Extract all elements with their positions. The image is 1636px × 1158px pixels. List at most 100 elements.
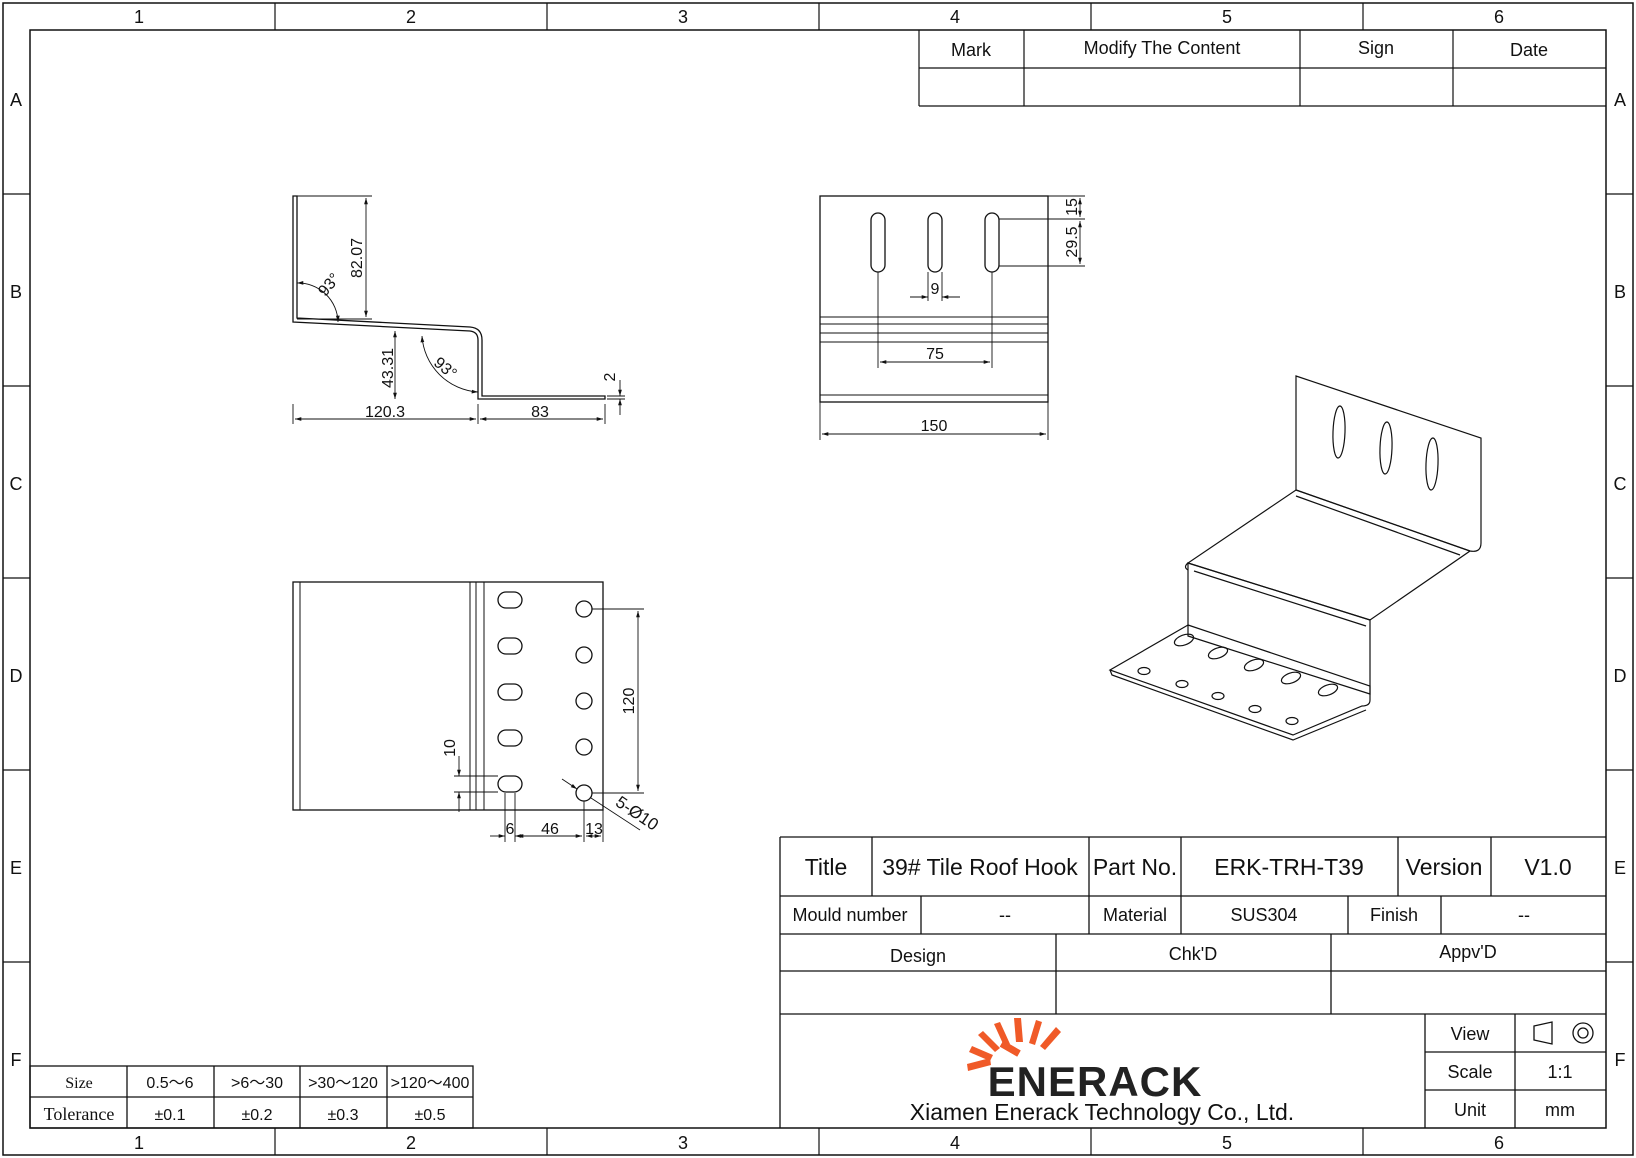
iso-slot bbox=[1379, 421, 1393, 475]
iso-back-plate bbox=[1295, 375, 1482, 552]
slot bbox=[927, 212, 943, 273]
unit-label: Unit bbox=[1454, 1100, 1486, 1120]
iso-upper-shelf-fold bbox=[1184, 495, 1461, 571]
zone-col-bottom-1: 1 bbox=[134, 1133, 144, 1153]
top-view: 120 10 6 46 13 5-Ø10 bbox=[292, 581, 662, 842]
tolerance-table bbox=[29, 1065, 474, 1129]
iso-hole-slot bbox=[1317, 683, 1339, 697]
dim-slot-pitch: 75 bbox=[926, 346, 944, 363]
zone-row-left-c: C bbox=[10, 474, 23, 494]
slot bbox=[984, 212, 1000, 273]
iso-slot bbox=[1425, 437, 1439, 491]
front-view: 29.5 15 9 75 150 bbox=[819, 195, 1085, 440]
iso-base-edge bbox=[1109, 669, 1367, 741]
dim-length-upper: 120.3 bbox=[365, 404, 405, 421]
tolerance-size-4: >120～400 bbox=[391, 1075, 470, 1092]
iso-hole bbox=[1248, 704, 1262, 714]
zone-row-right-e: E bbox=[1614, 858, 1626, 878]
zone-ticks bbox=[3, 3, 1633, 1155]
hole bbox=[575, 738, 593, 756]
top-holes bbox=[575, 600, 593, 802]
zone-row-right-a: A bbox=[1614, 90, 1626, 110]
hole-slot bbox=[497, 591, 523, 609]
zone-row-right-d: D bbox=[1614, 666, 1627, 686]
revision-header-sign: Sign bbox=[1358, 38, 1394, 58]
scale-label: Scale bbox=[1447, 1062, 1492, 1082]
iso-hole bbox=[1175, 679, 1189, 689]
hole bbox=[575, 692, 593, 710]
part-value: ERK-TRH-T39 bbox=[1214, 854, 1364, 880]
chk-label: Chk'D bbox=[1169, 944, 1217, 964]
hole bbox=[575, 646, 593, 664]
company-logo: ENERACK Xiamen Enerack Technology Co., L… bbox=[910, 1018, 1294, 1125]
hole-slot bbox=[497, 637, 523, 655]
view-label: View bbox=[1451, 1024, 1491, 1044]
tolerance-value-3: ±0.3 bbox=[327, 1107, 358, 1124]
hole bbox=[575, 784, 593, 802]
appv-label: Appv'D bbox=[1439, 942, 1496, 962]
slot bbox=[870, 212, 886, 273]
zone-row-left-a: A bbox=[10, 90, 22, 110]
iso-riser bbox=[1187, 562, 1371, 695]
hole-slot bbox=[497, 683, 523, 701]
finish-label: Finish bbox=[1370, 905, 1418, 925]
title-block bbox=[779, 836, 1606, 1128]
zone-col-bottom-5: 5 bbox=[1222, 1133, 1232, 1153]
iso-slot bbox=[1332, 405, 1346, 459]
tolerance-size-1: 0.5～6 bbox=[146, 1075, 193, 1092]
title-label: Title bbox=[805, 854, 848, 880]
top-outline bbox=[292, 581, 604, 811]
mould-label: Mould number bbox=[792, 905, 907, 925]
iso-hole-slot bbox=[1243, 658, 1265, 672]
part-label: Part No. bbox=[1093, 854, 1177, 880]
material-label: Material bbox=[1103, 905, 1167, 925]
top-slots bbox=[497, 591, 523, 793]
iso-hole bbox=[1211, 691, 1225, 701]
dim-height-upper: 82.07 bbox=[349, 238, 366, 278]
zone-col-top-1: 1 bbox=[134, 7, 144, 27]
zone-row-right-f: F bbox=[1615, 1050, 1626, 1070]
zone-col-top-3: 3 bbox=[678, 7, 688, 27]
sunburst-icon bbox=[967, 1018, 1061, 1071]
design-label: Design bbox=[890, 946, 946, 966]
iso-upper-shelf bbox=[1186, 489, 1472, 621]
logo-wordmark: ENERACK bbox=[988, 1058, 1203, 1105]
side-profile bbox=[292, 195, 606, 400]
dim-forty-six: 46 bbox=[541, 821, 559, 838]
finish-value: -- bbox=[1518, 905, 1530, 925]
revision-header-mark: Mark bbox=[951, 40, 992, 60]
front-slots bbox=[870, 212, 1000, 273]
tolerance-value-1: ±0.1 bbox=[154, 1107, 185, 1124]
hole bbox=[575, 600, 593, 618]
front-outline bbox=[819, 195, 1049, 403]
zone-col-bottom-6: 6 bbox=[1494, 1133, 1504, 1153]
hole-slot bbox=[497, 775, 523, 793]
hole-slot bbox=[497, 729, 523, 747]
zone-col-bottom-4: 4 bbox=[950, 1133, 960, 1153]
zone-col-bottom-3: 3 bbox=[678, 1133, 688, 1153]
dim-slot-width: 9 bbox=[931, 281, 940, 298]
iso-hole bbox=[1285, 716, 1299, 726]
isometric-view bbox=[1108, 375, 1482, 741]
zone-row-right-c: C bbox=[1614, 474, 1627, 494]
side-view: 82.07 93° 43.31 93° 2 120.3 83 bbox=[292, 195, 625, 424]
tolerance-tol-label: Tolerance bbox=[44, 1104, 115, 1124]
zone-row-right-b: B bbox=[1614, 282, 1626, 302]
tolerance-size-2: >6～30 bbox=[231, 1075, 283, 1092]
revision-table bbox=[918, 30, 1606, 107]
dim-height-lower: 43.31 bbox=[380, 348, 397, 388]
tolerance-value-2: ±0.2 bbox=[241, 1107, 272, 1124]
zone-row-left-f: F bbox=[11, 1050, 22, 1070]
dim-thickness: 2 bbox=[602, 372, 619, 381]
dim-slot-bottom: 29.5 bbox=[1064, 226, 1081, 257]
iso-hole-slot bbox=[1207, 646, 1229, 660]
zone-row-left-b: B bbox=[10, 282, 22, 302]
zone-col-top-4: 4 bbox=[950, 7, 960, 27]
dim-overall-width: 150 bbox=[921, 418, 948, 435]
scale-value: 1:1 bbox=[1547, 1062, 1572, 1082]
dim-slot-top: 15 bbox=[1064, 198, 1081, 216]
iso-hole-slot bbox=[1173, 633, 1195, 647]
dim-hole-span: 120 bbox=[621, 688, 638, 715]
